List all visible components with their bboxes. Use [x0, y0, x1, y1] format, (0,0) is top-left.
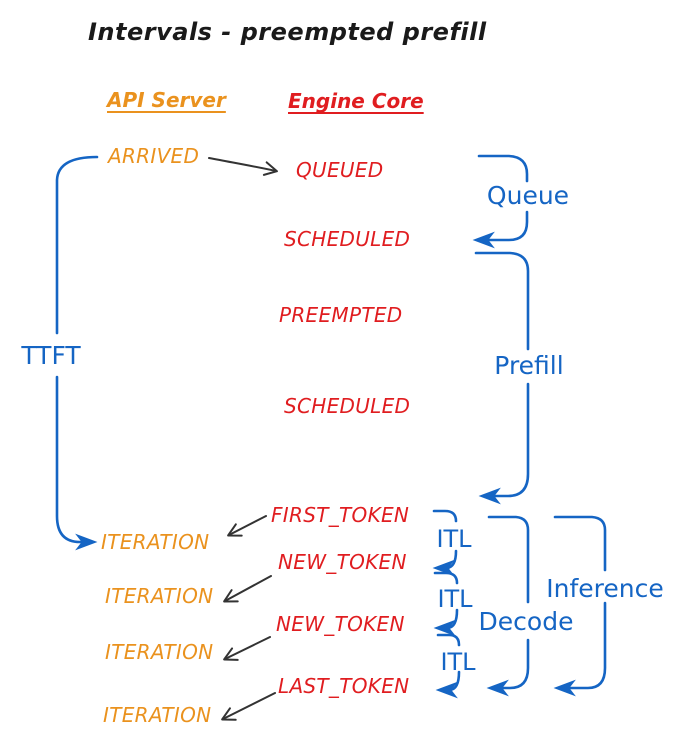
column-header-engine-core: Engine Core — [288, 89, 424, 113]
event-new-token-1: NEW_TOKEN — [278, 550, 407, 574]
column-header-api-server: API Server — [107, 88, 226, 112]
itl-bracket-3 — [435, 633, 461, 699]
ttft-bracket — [55, 155, 99, 551]
event-last-token: LAST_TOKEN — [278, 674, 410, 698]
event-scheduled-1: SCHEDULED — [284, 227, 411, 251]
inference-bracket — [553, 515, 607, 697]
event-queued: QUEUED — [296, 158, 384, 182]
event-scheduled-2: SCHEDULED — [284, 394, 411, 418]
event-iteration-4: ITERATION — [103, 703, 212, 727]
itl-bracket-1 — [432, 509, 458, 577]
queue-bracket — [472, 154, 529, 249]
diagram-title: Intervals - preempted prefill — [88, 18, 487, 46]
event-iteration-2: ITERATION — [105, 584, 214, 608]
interval-label-itl-2: ITL — [437, 585, 473, 613]
interval-label-inference: Inference — [546, 574, 664, 603]
decode-bracket — [486, 515, 530, 697]
itl-bracket-2 — [433, 571, 459, 637]
first-token-to-iteration-arrow — [227, 515, 267, 537]
event-iteration-3: ITERATION — [105, 640, 214, 664]
event-iteration-1: ITERATION — [101, 530, 210, 554]
interval-label-ttft: TTFT — [21, 341, 81, 370]
interval-label-decode: Decode — [478, 607, 574, 636]
event-arrived: ARRIVED — [108, 144, 200, 168]
arrived-to-queued-arrow — [208, 157, 278, 176]
last-token-to-iteration-arrow — [221, 692, 276, 721]
interval-label-queue: Queue — [486, 181, 570, 210]
event-new-token-2: NEW_TOKEN — [276, 612, 405, 636]
prefill-bracket — [474, 251, 530, 505]
event-first-token: FIRST_TOKEN — [271, 503, 410, 527]
interval-label-prefill: Prefill — [494, 351, 564, 380]
new-token1-to-iteration-arrow — [223, 575, 272, 603]
new-token2-to-iteration-arrow — [223, 636, 271, 661]
event-preempted: PREEMPTED — [279, 303, 403, 327]
interval-label-itl-1: ITL — [436, 525, 472, 553]
